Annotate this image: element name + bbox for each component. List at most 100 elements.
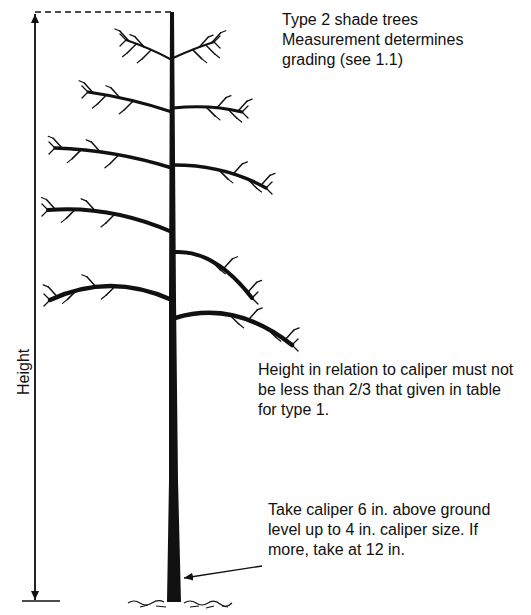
twig <box>87 277 96 287</box>
twig <box>105 164 110 168</box>
twig <box>233 164 242 174</box>
twig <box>135 37 144 47</box>
twig <box>82 92 88 98</box>
twig <box>266 182 272 188</box>
twig <box>137 59 142 63</box>
twig <box>217 98 226 108</box>
twig <box>115 29 120 31</box>
branch <box>55 148 172 168</box>
twig <box>120 40 126 46</box>
twig <box>206 107 215 116</box>
twig <box>242 162 247 164</box>
twig <box>62 299 67 303</box>
twig <box>106 86 111 88</box>
branch <box>175 313 292 345</box>
twig <box>202 59 207 63</box>
twig <box>242 112 248 118</box>
twig <box>239 324 244 328</box>
dimension-line <box>34 14 35 600</box>
twig <box>193 50 202 59</box>
twig <box>232 257 237 259</box>
branch <box>126 40 172 60</box>
twig <box>214 54 219 58</box>
twig <box>261 175 270 185</box>
twig <box>42 204 48 210</box>
twig <box>122 53 127 57</box>
branch <box>50 286 172 300</box>
note-text: Take caliper 6 in. above ground level up… <box>268 500 518 560</box>
dimension-line <box>34 14 35 600</box>
twig <box>67 159 72 163</box>
twig <box>223 259 232 269</box>
twig <box>86 201 95 211</box>
twig <box>248 282 257 292</box>
twig <box>101 295 106 299</box>
note-text: Height in relation to caliper must not b… <box>258 360 520 420</box>
twig <box>48 136 53 138</box>
twig <box>248 310 257 320</box>
twig <box>81 199 86 201</box>
twig <box>257 308 262 310</box>
leader-line <box>184 566 262 578</box>
twig <box>66 209 75 218</box>
twig <box>110 155 119 164</box>
tree-branches <box>41 29 299 351</box>
twig <box>276 337 281 341</box>
twig <box>67 290 76 299</box>
twig <box>120 34 126 40</box>
twig <box>79 81 84 83</box>
twig <box>119 110 124 114</box>
ground-line <box>128 601 232 608</box>
twig <box>41 198 46 200</box>
twig <box>124 101 133 110</box>
twig <box>86 140 91 142</box>
twig <box>247 99 252 101</box>
twig <box>48 287 57 297</box>
branch <box>88 92 172 112</box>
twig <box>44 294 50 300</box>
twig <box>285 330 294 340</box>
note-text: Type 2 shade trees Measurement determine… <box>282 10 472 70</box>
twig <box>84 83 93 93</box>
twig <box>226 96 231 98</box>
twig <box>43 285 48 287</box>
twig <box>252 298 258 304</box>
twig <box>46 200 55 210</box>
twig <box>267 328 276 337</box>
twig <box>211 261 220 270</box>
twig <box>214 42 220 48</box>
branch <box>174 165 266 188</box>
twig <box>221 31 226 33</box>
twig <box>292 345 298 351</box>
dimension-extension <box>35 11 172 12</box>
twig <box>242 106 248 112</box>
twig <box>130 35 135 37</box>
dimension-extension <box>22 600 60 601</box>
twig <box>219 170 228 179</box>
twig <box>208 35 213 37</box>
branch <box>175 252 252 298</box>
twig <box>270 173 275 175</box>
twig <box>111 88 120 98</box>
twig <box>236 279 245 288</box>
twig <box>82 275 87 277</box>
twig <box>82 86 88 92</box>
twig <box>120 31 129 41</box>
twig <box>220 270 225 274</box>
twig <box>49 142 55 148</box>
twig <box>257 280 262 282</box>
twig <box>214 36 220 42</box>
twig <box>252 292 258 298</box>
twig <box>294 328 299 330</box>
branch <box>173 42 214 58</box>
twig <box>215 116 220 120</box>
tree-trunk <box>167 12 181 602</box>
twig <box>44 300 50 306</box>
twig <box>101 223 106 227</box>
branch <box>48 209 172 232</box>
twig <box>292 339 298 345</box>
twig <box>142 50 151 59</box>
twig <box>91 142 100 152</box>
twig <box>228 109 237 118</box>
twig <box>237 118 242 122</box>
